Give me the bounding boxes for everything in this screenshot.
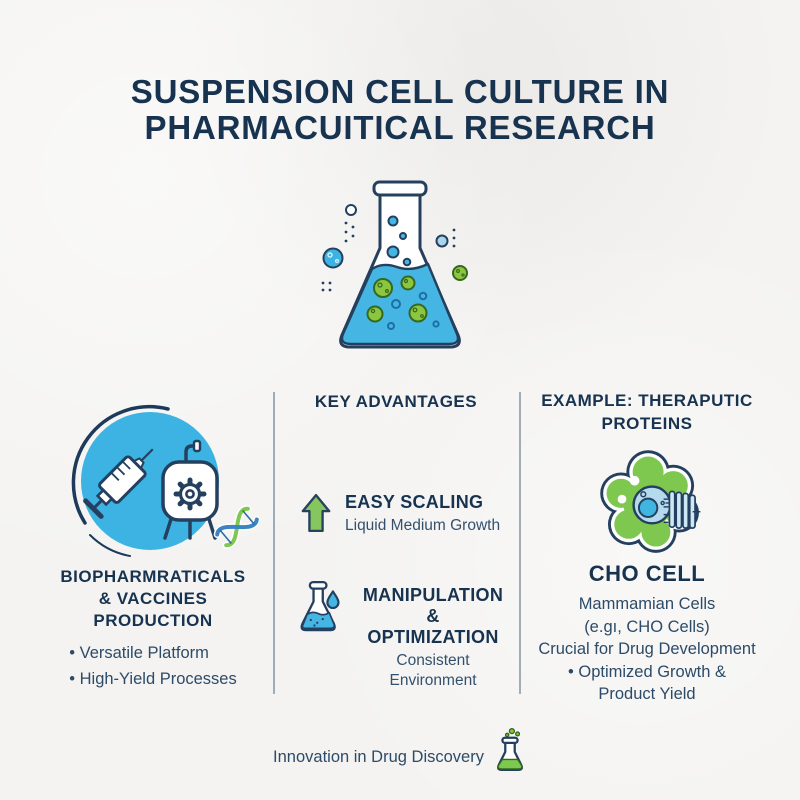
cell-culture-flask-icon (321, 180, 468, 349)
detail-line: Product Yield (598, 685, 696, 703)
left-bullet-list: • Versatile Platform • High-Yield Proces… (36, 640, 270, 692)
bullet-item: • Versatile Platform (69, 644, 209, 662)
green-flask-icon (496, 727, 523, 771)
bubble-icon (386, 245, 400, 259)
left-heading-line1: BIOPHARMRATICALS (60, 567, 246, 586)
dots-cluster-icon (452, 228, 456, 248)
flask-droplet-icon (300, 581, 340, 632)
dots-cluster-icon (344, 221, 355, 243)
footer-tagline: Innovation in Drug Discovery (273, 747, 484, 766)
bubble-icon (402, 257, 412, 267)
advantage-subtitle: Consistent Environment (389, 652, 477, 689)
detail-line: Crucial for Drug Development (538, 640, 756, 658)
detail-line: Mammamian Cells (578, 595, 716, 613)
brush-arc-small (89, 534, 131, 557)
flask-rim (372, 180, 428, 197)
bubble-icon (387, 215, 399, 227)
dots-cluster-icon (321, 281, 332, 292)
cho-cell-icon (600, 450, 701, 553)
advantage-manipulation: MANIPULATION & OPTIMIZATION Consistent E… (296, 578, 512, 691)
page-title: SUSPENSION CELL CULTURE IN PHARMACUITICA… (0, 74, 800, 146)
up-arrow-icon (301, 493, 331, 533)
brush-arc (71, 405, 170, 525)
liquid-bubbles (387, 291, 440, 330)
cell-bubble-icon (327, 252, 333, 258)
cell-bubble-icon (334, 258, 339, 263)
right-heading-line1: EXAMPLE: THERAPUTIC (541, 391, 753, 410)
vacuole (617, 494, 627, 504)
syringe-bioreactor-icon (71, 405, 261, 557)
right-column-heading: EXAMPLE: THERAPUTIC PROTEINS (527, 389, 767, 435)
detail-line: • Optimized Growth & (568, 662, 726, 681)
page-title-line1: SUSPENSION CELL CULTURE IN (130, 73, 670, 110)
cho-cell-title: CHO CELL (588, 561, 706, 586)
footer: Innovation in Drug Discovery (0, 726, 800, 774)
advantage-easy-scaling: EASY SCALING Liquid Medium Growth (300, 492, 512, 536)
column-divider-right (519, 392, 521, 694)
cho-cell-details: Mammamian Cells (e.gı, CHO Cells) Crucia… (519, 593, 775, 706)
bioreactor-icon (161, 439, 219, 540)
er-membranes (663, 490, 701, 530)
green-cell-icon (452, 265, 468, 281)
column-divider-left (273, 392, 275, 694)
page-title-line2: PHARMACUITICAL RESEARCH (144, 109, 656, 146)
left-heading-line3: PRODUCTION (93, 611, 213, 630)
bubble-icon (345, 204, 357, 216)
left-heading-line2: & VACCINES (98, 589, 208, 608)
bubble-icon (399, 232, 407, 240)
middle-column-heading: KEY ADVANTAGES (314, 392, 478, 411)
detail-line: (e.gı, CHO Cells) (584, 617, 710, 636)
blue-cell-icon (322, 247, 344, 269)
right-heading-line2: PROTEINS (601, 414, 693, 433)
light-blue-cell-icon (435, 234, 449, 248)
nucleolus (637, 497, 659, 518)
syringe-icon (83, 448, 154, 519)
advantage-title-line2: OPTIMIZATION (367, 627, 499, 647)
advantage-title-line1: MANIPULATION & (362, 585, 504, 626)
advantage-title: EASY SCALING (345, 492, 484, 512)
left-column-heading: BIOPHARMRATICALS & VACCINES PRODUCTION (36, 566, 270, 632)
dna-helix-icon (213, 505, 261, 549)
bullet-item: • High-Yield Processes (69, 670, 237, 688)
advantage-subtitle: Liquid Medium Growth (345, 517, 501, 534)
vacuole (629, 475, 640, 486)
suspended-cells (366, 275, 428, 323)
